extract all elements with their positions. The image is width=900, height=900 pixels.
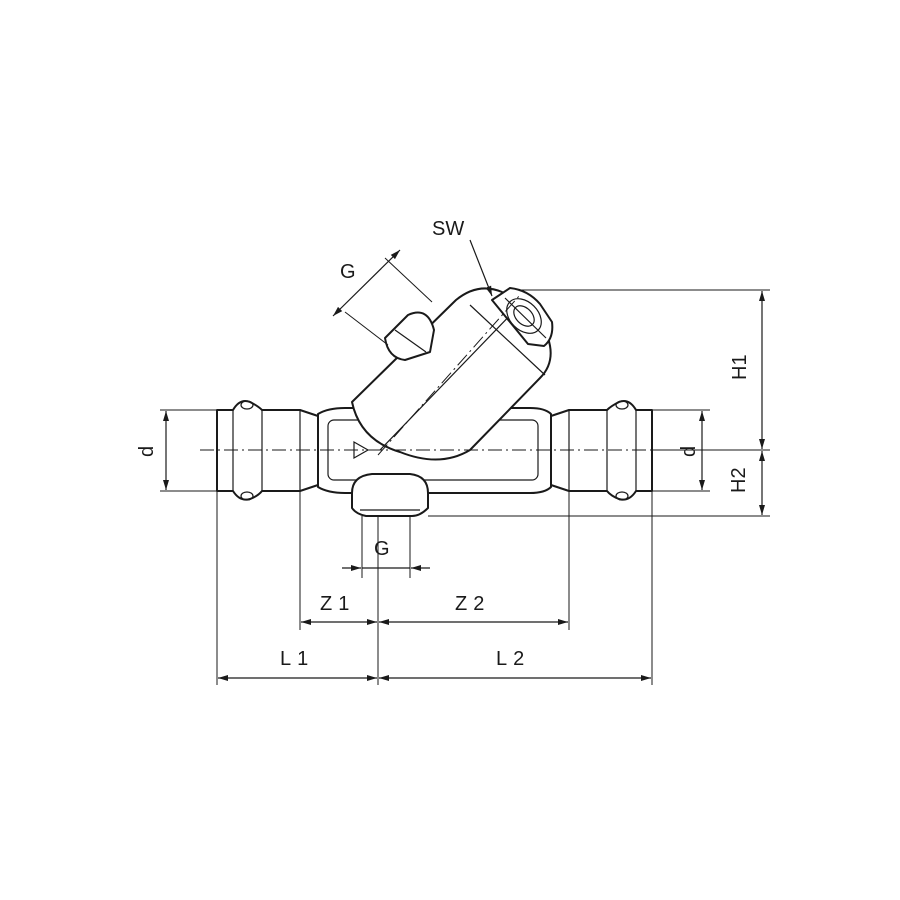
label-z2: Z2 bbox=[455, 593, 490, 615]
drain-boss bbox=[351, 473, 429, 517]
label-z1: Z1 bbox=[320, 593, 355, 615]
dimensions: SW G d d H1 H2 G bbox=[136, 218, 770, 685]
valve-body bbox=[216, 287, 653, 517]
label-l2: L2 bbox=[496, 648, 530, 670]
label-h1: H1 bbox=[729, 354, 751, 380]
label-g-top: G bbox=[340, 261, 356, 283]
label-g-bottom: G bbox=[374, 538, 390, 560]
label-l1: L1 bbox=[280, 648, 314, 670]
strainer-bonnet bbox=[351, 287, 554, 461]
side-port bbox=[384, 311, 435, 361]
label-h2: H2 bbox=[728, 467, 750, 493]
label-d-right: d bbox=[678, 446, 700, 457]
label-sw: SW bbox=[432, 218, 464, 240]
right-press-fitting bbox=[550, 400, 653, 501]
label-d-left: d bbox=[136, 446, 158, 457]
